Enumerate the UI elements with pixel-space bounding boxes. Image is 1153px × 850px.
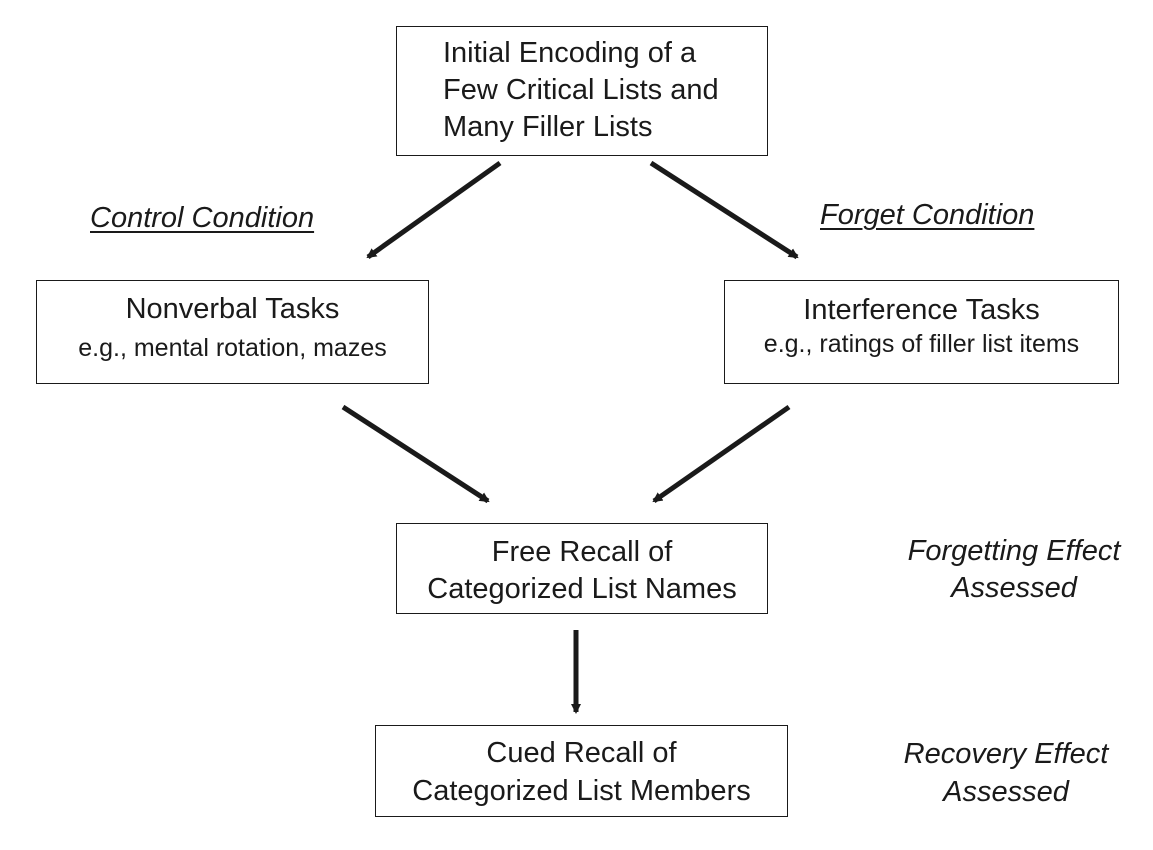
forgetting-effect-line-2: Assessed [951, 572, 1077, 604]
control-condition-label: Control Condition [90, 202, 314, 235]
interference-tasks-box: Interference Tasks e.g., ratings of fill… [724, 280, 1119, 384]
recovery-effect-line-2: Assessed [943, 776, 1069, 808]
arrow-interference-to-free-recall [652, 404, 791, 504]
arrow-initial-to-interference [649, 160, 799, 260]
cued-recall-line-2: Categorized List Members [412, 775, 751, 807]
arrow-nonverbal-to-free-recall [341, 404, 490, 504]
initial-encoding-line-1: Initial Encoding of a [443, 37, 697, 69]
nonverbal-tasks-subtitle: e.g., mental rotation, mazes [78, 334, 387, 362]
nonverbal-tasks-title: Nonverbal Tasks [125, 293, 340, 325]
cued-recall-line-1: Cued Recall of [486, 737, 677, 769]
forgetting-effect-label: Forgetting Effect Assessed [894, 533, 1134, 607]
forget-condition-label: Forget Condition [820, 199, 1034, 232]
interference-tasks-subtitle: e.g., ratings of filler list items [763, 330, 1080, 358]
control-condition-text: Control Condition [90, 202, 315, 234]
recovery-effect-label: Recovery Effect Assessed [891, 735, 1121, 811]
recovery-effect-line-1: Recovery Effect [903, 738, 1109, 770]
interference-tasks-title: Interference Tasks [803, 294, 1040, 326]
initial-encoding-line-2: Few Critical Lists and [443, 74, 719, 106]
arrow-initial-to-nonverbal [366, 160, 502, 260]
forgetting-effect-line-1: Forgetting Effect [907, 535, 1121, 567]
initial-encoding-line-3: Many Filler Lists [443, 111, 653, 143]
initial-encoding-box: Initial Encoding of a Few Critical Lists… [396, 26, 768, 156]
free-recall-line-2: Categorized List Names [427, 573, 737, 605]
nonverbal-tasks-box: Nonverbal Tasks e.g., mental rotation, m… [36, 280, 429, 384]
forget-condition-text: Forget Condition [820, 199, 1035, 231]
free-recall-box: Free Recall of Categorized List Names [396, 523, 768, 614]
cued-recall-box: Cued Recall of Categorized List Members [375, 725, 788, 817]
free-recall-line-1: Free Recall of [491, 536, 673, 568]
